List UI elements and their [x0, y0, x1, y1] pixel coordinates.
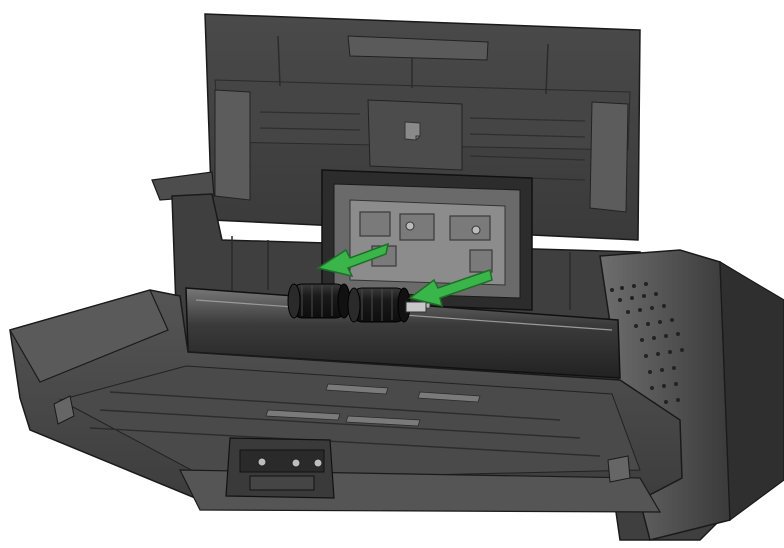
- document-icon: [404, 121, 421, 141]
- input-tray-panel: [204, 13, 641, 241]
- feed-roller-right: [347, 287, 411, 323]
- arrow-left-icon: [316, 242, 493, 308]
- feed-roller-left: [287, 283, 351, 319]
- tray-left-wing: [151, 171, 215, 201]
- feed-rollers: [287, 283, 431, 323]
- output-tray: [9, 289, 683, 513]
- tray-stop-guide: [225, 437, 335, 499]
